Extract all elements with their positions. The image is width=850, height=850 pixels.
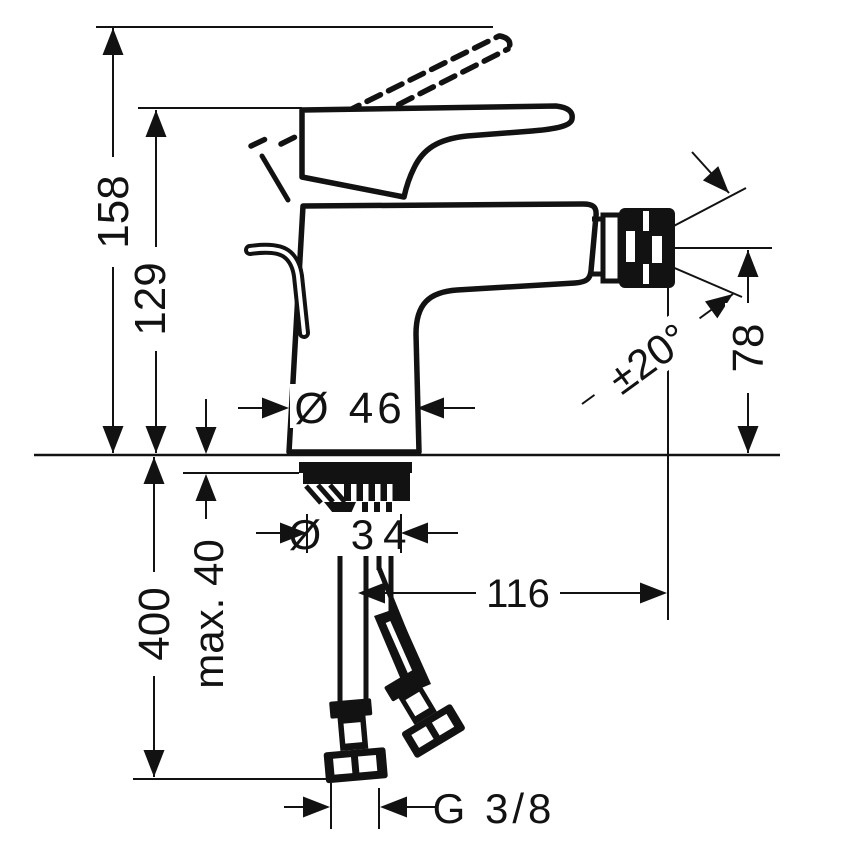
shank-hatch-2 <box>316 483 335 504</box>
hose-connector-right <box>384 667 465 758</box>
connector-block-window <box>357 754 378 773</box>
dim-label-supply-connection: G 3/8 <box>433 785 556 832</box>
dim-label-total-height: 158 <box>89 175 138 248</box>
arrowhead <box>102 28 124 55</box>
connector-block-window <box>411 726 434 748</box>
label-mask <box>185 526 231 702</box>
arrowhead <box>262 397 289 419</box>
connector-block-window <box>431 713 455 736</box>
aerator-collar <box>600 212 623 284</box>
shank-collar <box>303 471 410 484</box>
raised-lever-tip <box>497 33 513 53</box>
arrowhead <box>145 110 167 137</box>
shank-bar-1 <box>362 502 368 519</box>
aerator-slot-1 <box>626 231 635 262</box>
dim-label-shank-diameter: Ø 34 <box>288 511 415 558</box>
label-mask <box>127 247 173 351</box>
base-gasket <box>299 462 412 473</box>
arrowhead <box>417 397 444 419</box>
aerator-seam-bottom <box>643 264 649 284</box>
arrowhead <box>143 457 165 484</box>
shank-bar-3 <box>386 502 392 519</box>
supply-hoses <box>323 517 465 784</box>
handle-lever <box>299 103 575 200</box>
dim-label-handle-height: 129 <box>126 262 175 335</box>
mounting-shank <box>299 462 412 519</box>
arrowhead <box>640 582 667 604</box>
shank-hatch-1 <box>304 484 323 505</box>
extension-lines-over-labels <box>306 514 402 829</box>
dim-label-body-diameter: Ø 46 <box>294 384 405 433</box>
thread-gap <box>387 484 393 501</box>
dim-label-max-deck-thickness: max. 40 <box>185 539 232 688</box>
label-mask <box>476 573 560 613</box>
dim-label-hose-length: 400 <box>130 587 179 660</box>
aerator-seam-top <box>643 211 649 231</box>
label-mask <box>305 512 399 556</box>
lever-pivot-line <box>259 153 291 203</box>
shank-bar-2 <box>374 502 380 519</box>
label-mask <box>131 572 177 676</box>
hose-connector-left <box>323 698 388 784</box>
arrowhead <box>358 582 385 604</box>
arrowhead <box>145 426 167 453</box>
connector-block-window <box>333 757 353 775</box>
arrowhead <box>303 796 330 818</box>
connector-window <box>405 691 429 717</box>
pop-up-rod-core <box>248 246 306 335</box>
shank-hatch-3 <box>328 483 347 504</box>
connector-nut <box>384 667 427 702</box>
thread-gap <box>351 484 357 501</box>
arrowhead <box>143 750 165 777</box>
arrowhead <box>380 796 407 818</box>
dim-label-spout-height: 78 <box>724 324 773 373</box>
connector-window <box>343 722 363 744</box>
aerator-slot-2 <box>652 236 662 263</box>
label-mask <box>582 301 714 415</box>
thread-gap <box>375 484 381 501</box>
aerator-nozzle <box>592 208 675 288</box>
connector-nut <box>329 698 373 719</box>
arrowhead <box>102 426 124 453</box>
arrowhead <box>737 250 759 277</box>
connector-block <box>323 747 388 784</box>
dim-label-spout-reach: 116 <box>486 572 550 616</box>
arrowhead <box>195 474 217 501</box>
dimension-labels: 158 129 400 max. 40 Ø 46 Ø 34 116 78 <box>89 157 773 832</box>
thread-gap <box>363 484 369 501</box>
label-mask <box>290 384 410 428</box>
aerator-rings <box>619 208 675 288</box>
raised-lever-back-dash <box>248 133 275 149</box>
arrowhead <box>737 426 759 453</box>
arrowhead <box>195 427 217 454</box>
label-mask <box>725 303 771 393</box>
pop-up-rod-lever <box>244 242 310 339</box>
label-mask <box>90 157 136 267</box>
